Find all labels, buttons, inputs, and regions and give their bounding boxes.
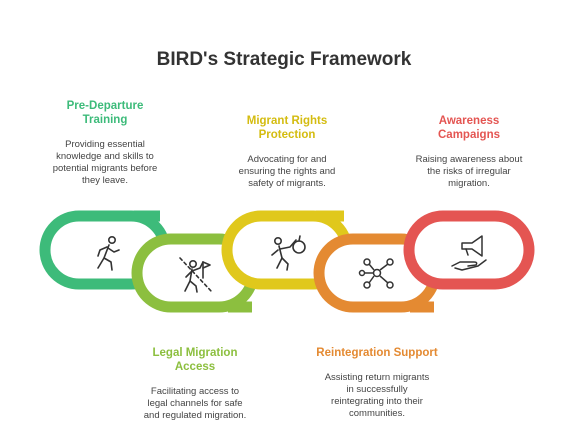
stage-description: Providing essential knowledge and skills… (52, 139, 158, 186)
stage-heading: Legal Migration Access (152, 347, 238, 373)
stage-heading: Pre-Departure Training (66, 100, 144, 126)
page-title: BIRD's Strategic Framework (156, 49, 412, 70)
megaphone-in-hand-icon (451, 235, 487, 271)
network-nodes-icon (358, 258, 394, 289)
stage-description: Facilitating access to legal channels fo… (143, 386, 247, 421)
stage-description: Raising awareness about the risks of irr… (415, 154, 523, 189)
person-carrying-bundle-icon (271, 235, 306, 271)
stage-heading: Awareness Campaigns (438, 115, 500, 141)
stage-description: Advocating for and ensuring the rights a… (238, 154, 336, 189)
stage-legal-migration-access: Legal Migration Access Facilitating acce… (130, 346, 260, 422)
stage-pre-departure-training: Pre-Departure Training Providing essenti… (40, 99, 170, 187)
person-with-flag-icon (179, 257, 213, 293)
running-person-icon (97, 236, 120, 271)
stage-heading: Reintegration Support (316, 347, 438, 359)
stage-description: Assisting return migrants in successfull… (324, 372, 430, 419)
stage-awareness-campaigns: Awareness Campaigns Raising awareness ab… (404, 114, 534, 190)
stage-migrant-rights-protection: Migrant Rights Protection Advocating for… (222, 114, 352, 190)
chain-link-red (403, 210, 535, 290)
stage-heading: Migrant Rights Protection (246, 115, 328, 141)
stage-reintegration-support: Reintegration Support Assisting return m… (302, 346, 452, 420)
